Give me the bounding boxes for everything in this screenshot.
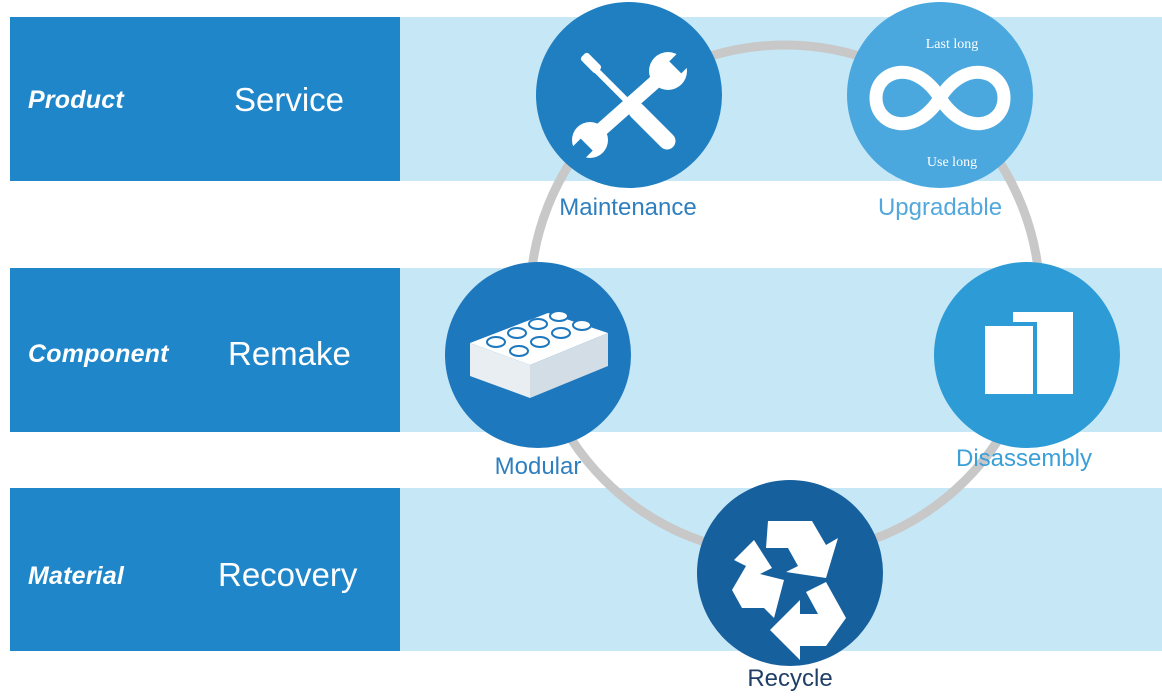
lego-brick-icon xyxy=(470,310,608,398)
material-level-label: Material xyxy=(28,562,125,590)
maintenance-label: Maintenance xyxy=(559,194,697,221)
disassembly-label: Disassembly xyxy=(955,445,1093,472)
product-level-label: Product xyxy=(28,86,124,114)
wrench-screwdriver-icon xyxy=(566,47,696,165)
recycle-icon xyxy=(732,521,846,660)
modular-label: Modular xyxy=(494,453,582,480)
product-row-label: Product Service xyxy=(10,17,400,181)
maintenance-node xyxy=(536,2,722,188)
modular-node xyxy=(445,262,631,448)
recovery-strategy-label: Recovery xyxy=(218,556,358,593)
upgradable-top-caption: Last long xyxy=(926,37,979,52)
recycle-label: Recycle xyxy=(747,665,833,692)
upgradable-bottom-caption: Use long xyxy=(927,155,977,170)
upgradable-node: Last long Use long xyxy=(847,2,1033,188)
maintenance-circle xyxy=(536,2,722,188)
disassembly-node xyxy=(934,262,1120,448)
infinity-icon xyxy=(869,65,1011,131)
component-row-label: Component Remake xyxy=(10,268,400,432)
upgradable-label: Upgradable xyxy=(877,194,1003,221)
service-strategy-label: Service xyxy=(234,81,345,118)
recycle-node xyxy=(697,480,883,666)
component-level-label: Component xyxy=(28,340,169,368)
remake-strategy-label: Remake xyxy=(228,335,351,372)
material-row-label: Material Recovery xyxy=(10,488,400,651)
stacked-squares-icon xyxy=(981,312,1073,394)
